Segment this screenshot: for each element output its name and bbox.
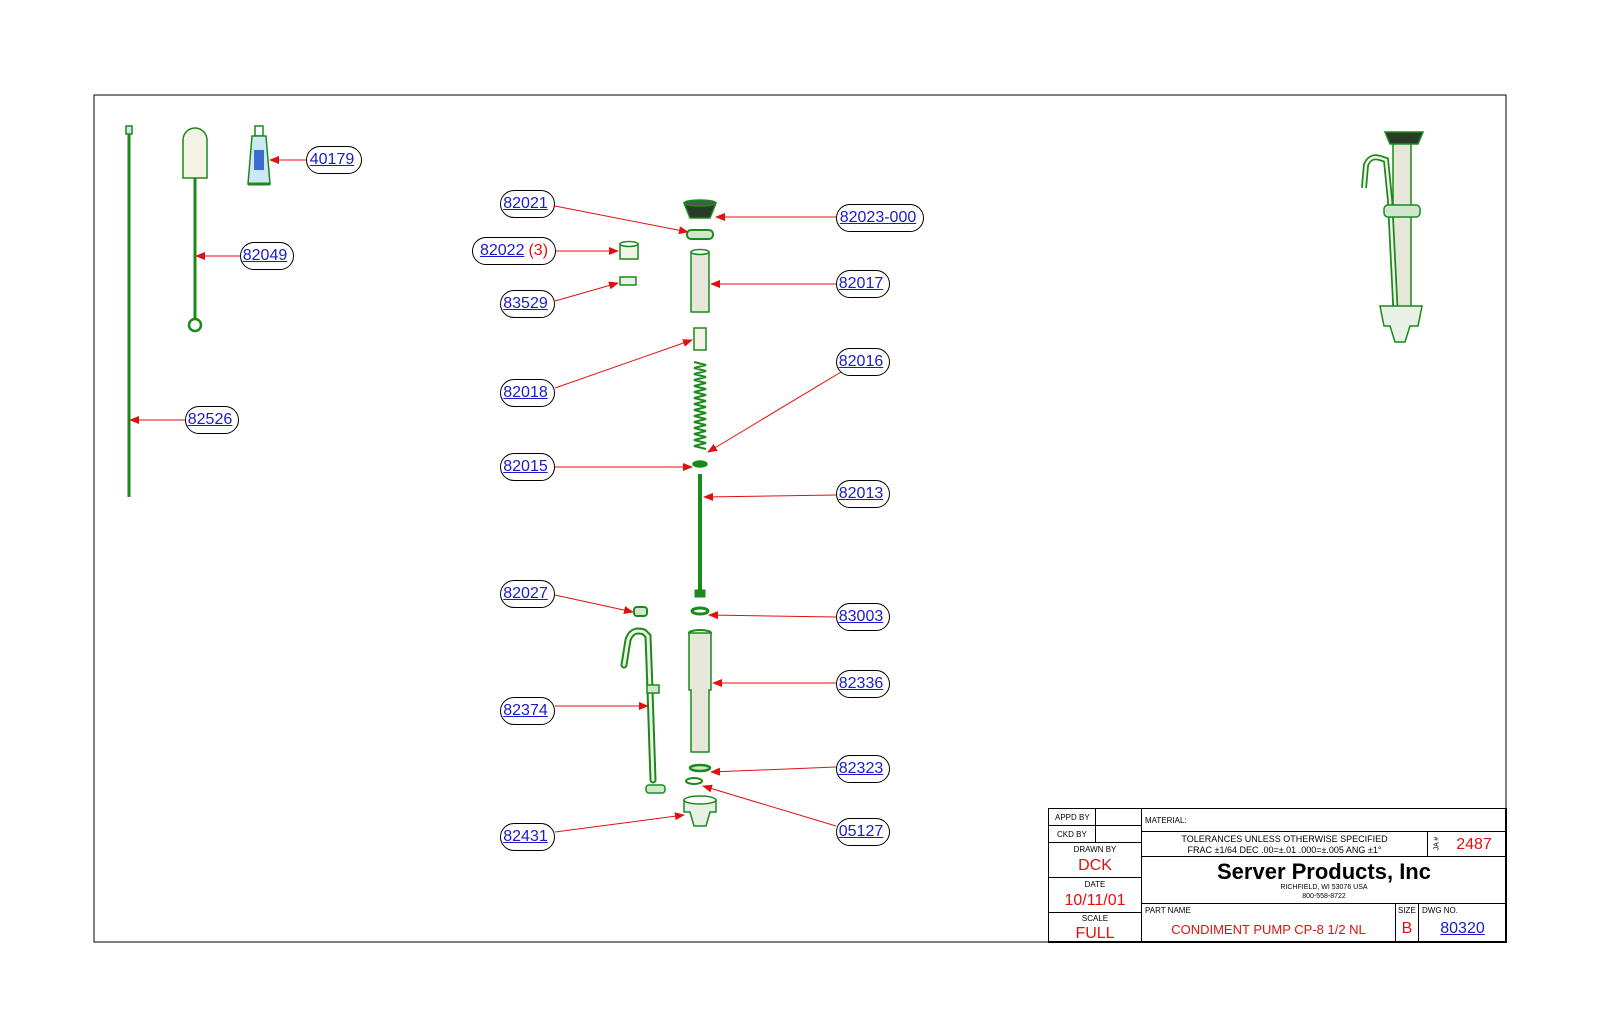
part-82018-bushing [693, 327, 707, 351]
material-cell: MATERIAL: [1141, 808, 1507, 832]
callout-82021[interactable]: 82021 [500, 190, 555, 218]
part-82016-spring [693, 361, 707, 450]
size-value: B [1401, 920, 1413, 937]
callout-82013[interactable]: 82013 [836, 480, 890, 508]
part-82015-washer [692, 460, 708, 468]
size-cell: SIZE B [1395, 903, 1419, 943]
company-address: RICHFIELD, WI 53076 USA [1280, 884, 1368, 891]
company-cell: Server Products, Inc RICHFIELD, WI 53076… [1141, 856, 1507, 904]
dwg-no-label: DWG NO. [1422, 906, 1458, 915]
title-block: APPD BY CKD BY DRAWN BY DCK DATE 10/11/0… [1048, 808, 1507, 943]
appd-by-cell: APPD BY [1048, 808, 1096, 826]
date-cell: DATE 10/11/01 [1048, 877, 1142, 913]
date-value: 10/11/01 [1064, 892, 1126, 909]
part-82323-gasket [688, 763, 712, 773]
ckd-by-cell: CKD BY [1048, 825, 1096, 843]
scale-value: FULL [1075, 925, 1115, 942]
callout-82015[interactable]: 82015 [500, 453, 555, 481]
tolerances-cell: TOLERANCES UNLESS OTHERWISE SPECIFIED FR… [1141, 831, 1428, 857]
tolerances-line2: FRAC ±1/64 DEC .00=±.01 .000=±.005 ANG ±… [1187, 845, 1382, 855]
part-name-value: CONDIMENT PUMP CP-8 1/2 NL [1171, 922, 1366, 937]
part-82049-brush [182, 127, 208, 333]
part-name-cell: PART NAME CONDIMENT PUMP CP-8 1/2 NL [1141, 903, 1396, 943]
part-82374-spout [620, 627, 666, 794]
callout-82374[interactable]: 82374 [500, 697, 555, 725]
part-82023-knob [682, 199, 718, 219]
company-phone: 800-558-8722 [1302, 893, 1346, 900]
part-82013-rod [694, 474, 706, 598]
callout-40179[interactable]: 40179 [306, 146, 362, 174]
callout-82017[interactable]: 82017 [836, 270, 890, 298]
part-82336-cylinder [688, 629, 712, 753]
assembled-pump-view [1361, 131, 1425, 343]
callout-82526[interactable]: 82526 [185, 406, 239, 434]
part-83003-oring [690, 606, 710, 616]
ckd-by-value [1095, 825, 1142, 843]
drawn-by-value: DCK [1078, 857, 1112, 874]
part-82027-cap [633, 606, 648, 617]
drawn-by-label: DRAWN BY [1073, 845, 1117, 854]
part-82017-tube [690, 248, 710, 313]
callout-83003[interactable]: 83003 [836, 603, 890, 631]
callout-82336[interactable]: 82336 [836, 670, 890, 698]
callout-82049[interactable]: 82049 [240, 242, 294, 270]
part-82022-bushing [619, 240, 639, 260]
callout-82023-000[interactable]: 82023-000 [836, 204, 924, 232]
part-40179-lube-tube [247, 125, 271, 186]
date-label: DATE [1084, 880, 1106, 889]
part-82431-valve-body [683, 795, 717, 827]
callout-82323[interactable]: 82323 [836, 755, 890, 783]
material-label: MATERIAL: [1145, 816, 1187, 825]
callout-82027[interactable]: 82027 [500, 580, 555, 608]
callout-82016[interactable]: 82016 [836, 348, 890, 376]
part-05127-oring [685, 777, 703, 785]
appd-by-label: APPD BY [1055, 813, 1090, 822]
ja-cell: JA # 2487 [1427, 831, 1507, 857]
callout-82431[interactable]: 82431 [500, 823, 555, 851]
part-82021-nut [686, 229, 714, 240]
ja-label: JA # [1433, 836, 1441, 851]
dwg-no-value[interactable]: 80320 [1440, 920, 1485, 937]
scale-cell: SCALE FULL [1048, 912, 1142, 943]
size-label: SIZE [1398, 906, 1416, 915]
dwg-no-cell: DWG NO. 80320 [1418, 903, 1507, 943]
ckd-by-label: CKD BY [1057, 830, 1087, 839]
callout-82018[interactable]: 82018 [500, 379, 555, 407]
drawing-border [93, 94, 1507, 943]
callout-05127[interactable]: 05127 [836, 818, 890, 846]
callout-82022[interactable]: 82022(3) [472, 237, 556, 265]
part-name-label: PART NAME [1145, 906, 1191, 915]
drawn-by-cell: DRAWN BY DCK [1048, 842, 1142, 878]
callout-83529[interactable]: 83529 [500, 290, 555, 318]
tolerances-line1: TOLERANCES UNLESS OTHERWISE SPECIFIED [1181, 834, 1388, 844]
company-name: Server Products, Inc [1217, 859, 1431, 884]
scale-label: SCALE [1081, 914, 1109, 923]
part-82526-rod [125, 125, 133, 497]
appd-by-value [1095, 808, 1142, 826]
part-83529-spacer [619, 276, 637, 286]
leader-lines [129, 156, 842, 833]
ja-number: 2487 [1456, 836, 1492, 853]
